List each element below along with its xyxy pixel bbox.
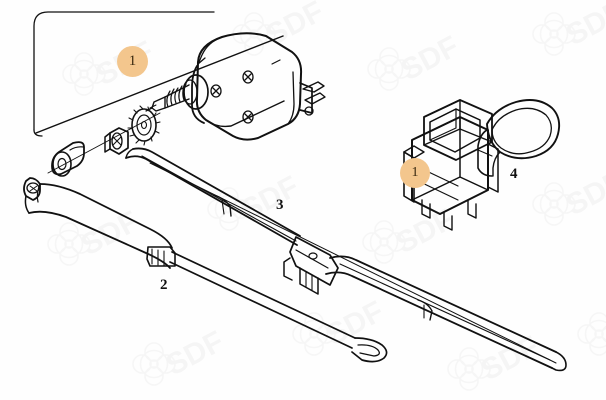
part-label-2-text: 2 [160, 277, 168, 293]
callout-badge-2-label: 1 [411, 165, 419, 180]
wiper-motor [145, 32, 326, 141]
group-bracket-item-1 [33, 11, 215, 137]
part-label-2: 2 [160, 277, 168, 294]
callout-badge-1[interactable]: 1 [117, 46, 148, 77]
callout-badge-1-label: 1 [128, 53, 137, 69]
blade-connector [283, 236, 339, 295]
wiper-switch [403, 99, 561, 231]
wiper-arm [23, 177, 388, 363]
callout-badge-2[interactable]: 1 [400, 158, 430, 188]
drive-sprocket [127, 105, 161, 146]
part-label-4: 4 [510, 166, 518, 183]
wiper-blade [125, 147, 567, 372]
switch-knob [477, 99, 561, 177]
part-label-3: 3 [276, 197, 284, 214]
part-label-3-text: 3 [276, 197, 284, 213]
part-label-4-text: 4 [510, 166, 518, 182]
rubber-bushing [51, 141, 85, 177]
hex-nut [104, 127, 129, 155]
motor-connector [299, 81, 326, 116]
leader-line-item-1 [35, 35, 284, 134]
